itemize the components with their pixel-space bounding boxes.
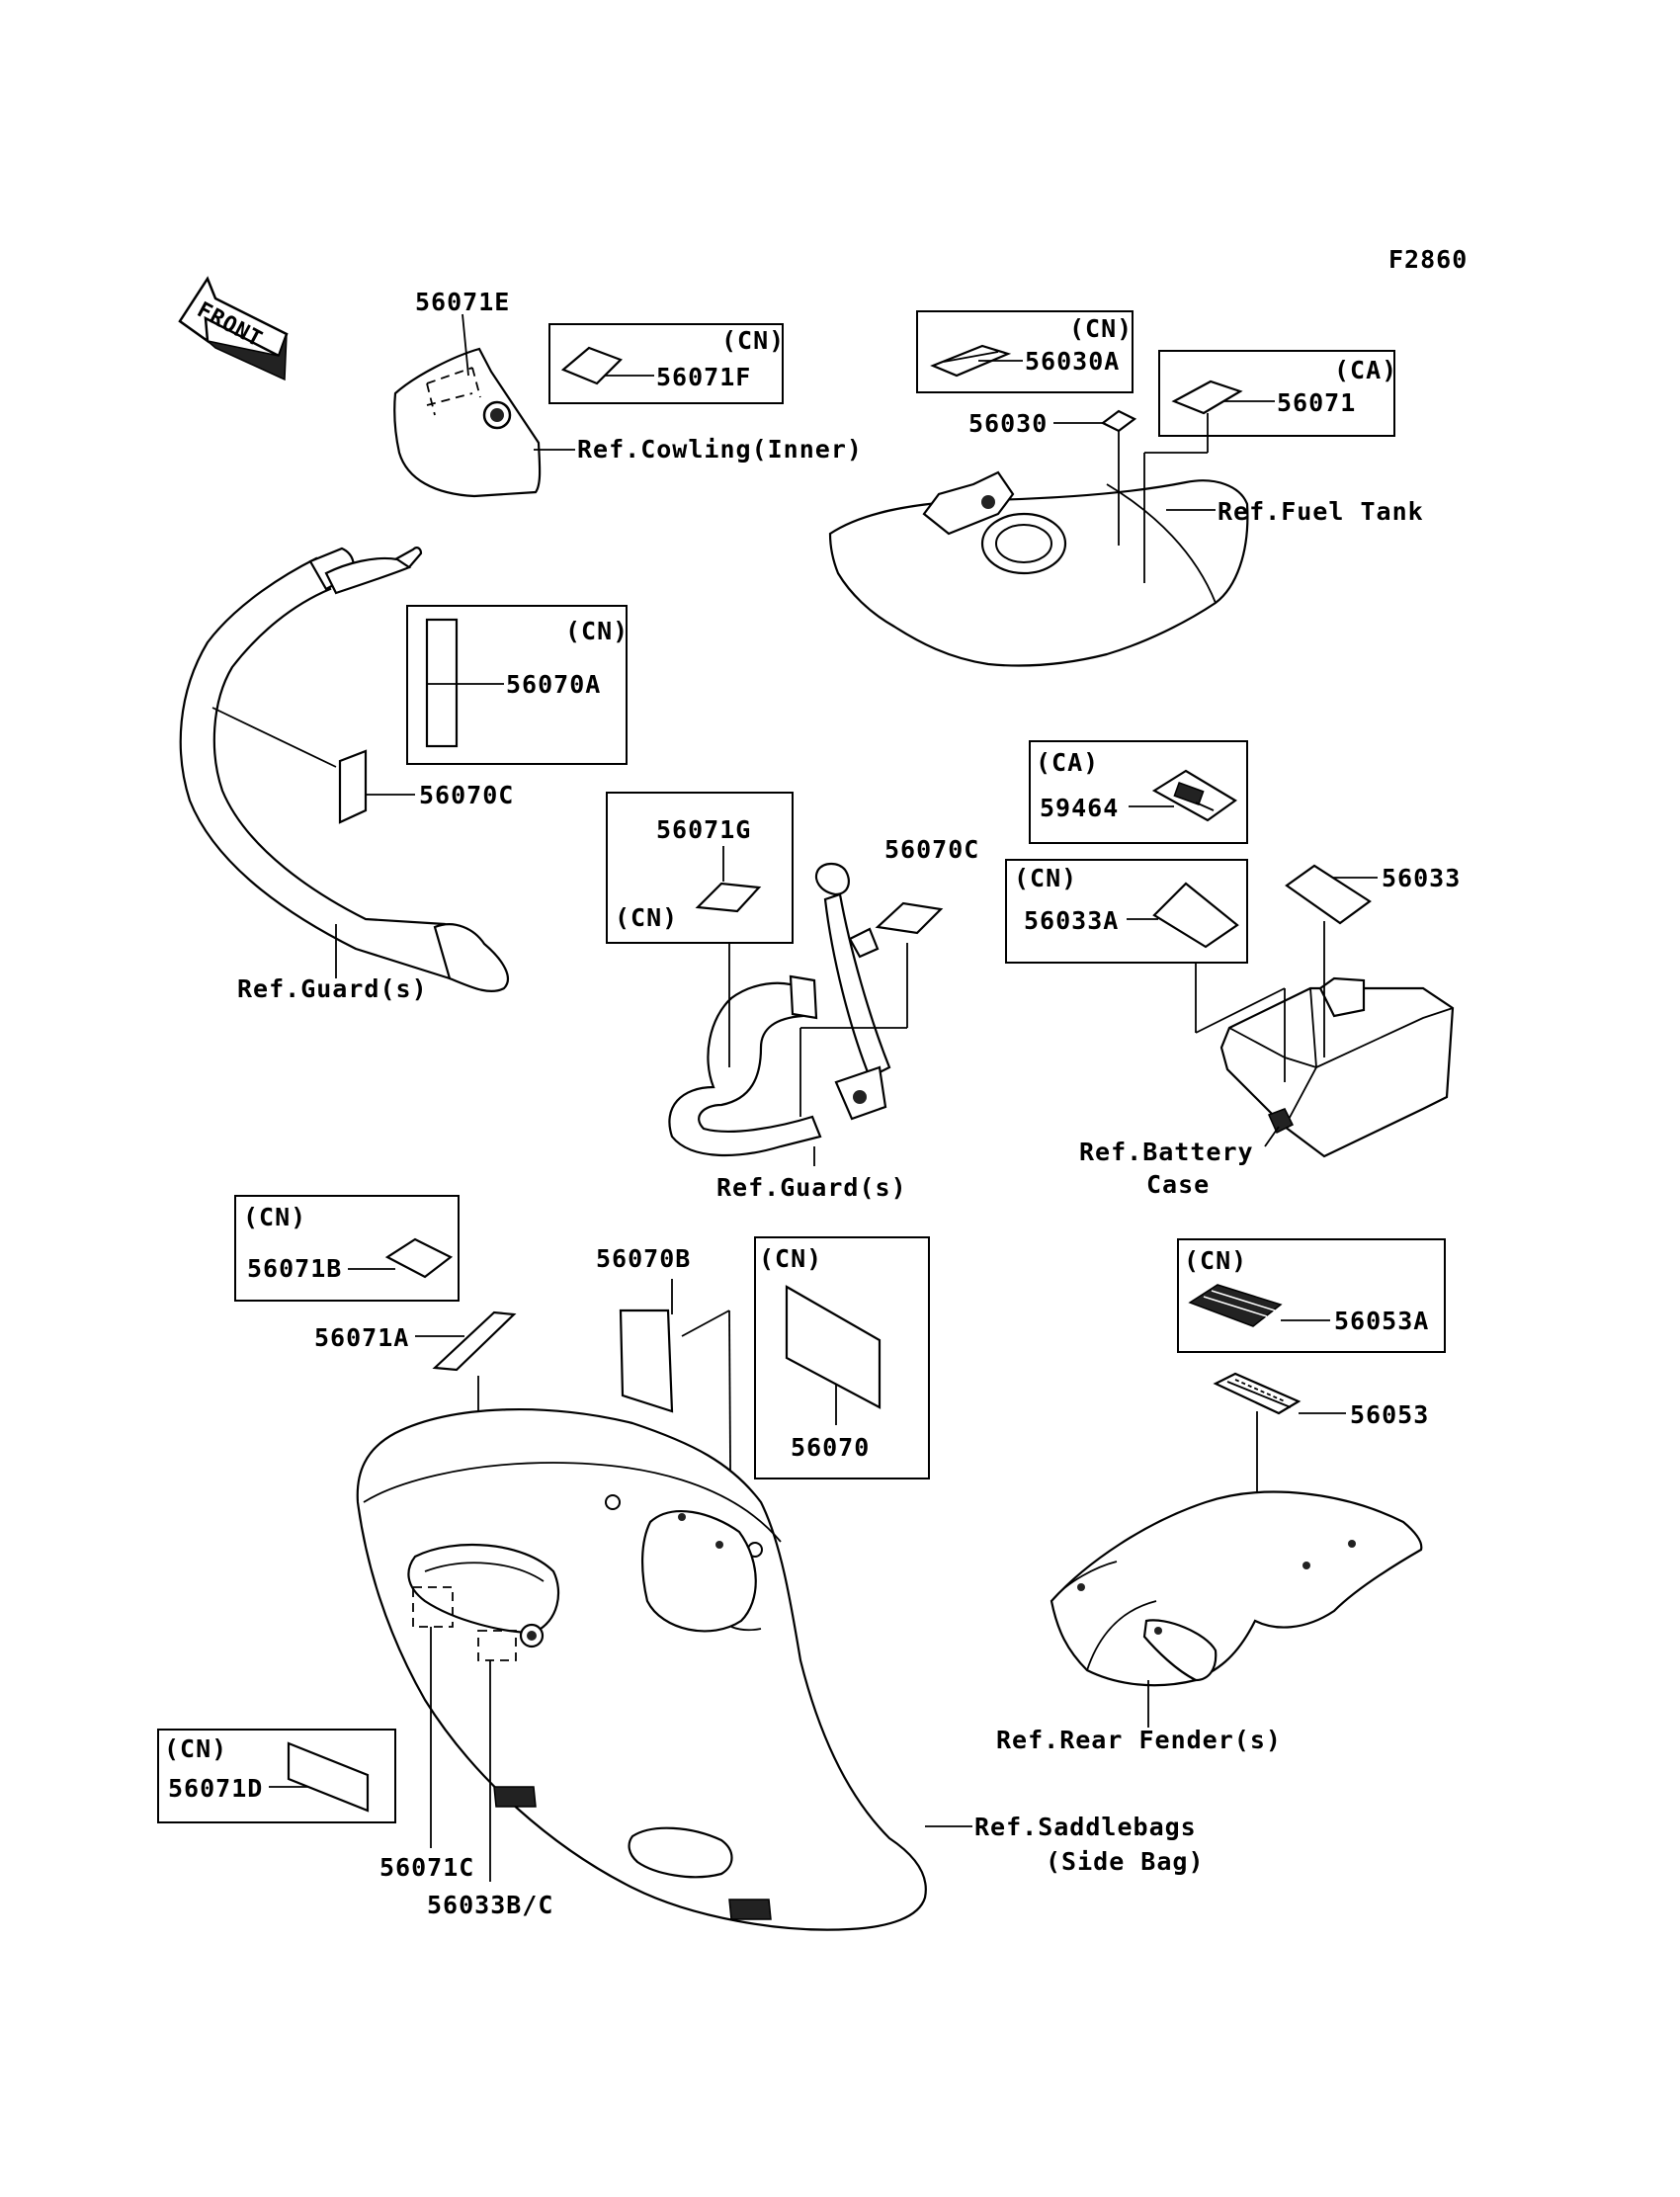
box-56071F: [548, 323, 784, 404]
region-tag-ca: (CA): [1036, 748, 1099, 777]
figure-code: F2860: [1388, 245, 1468, 274]
decal-56070: [785, 1285, 882, 1409]
decal-56033: [1285, 864, 1372, 925]
part-56070A-label: 56070A: [506, 670, 601, 699]
decal-59464: [1151, 769, 1238, 822]
part-56071D-label: 56071D: [168, 1774, 263, 1803]
ref-battery-label-2: Case: [1146, 1170, 1210, 1199]
decal-56071G: [695, 882, 762, 913]
box-56071B: [234, 1195, 460, 1302]
box-56030A: [916, 310, 1134, 393]
box-56071D: [157, 1729, 396, 1823]
part-56071A-label: 56071A: [314, 1323, 409, 1352]
rear-fender-part: [1050, 1490, 1423, 1687]
box-56070: [754, 1236, 930, 1479]
part-56071-label: 56071: [1277, 388, 1356, 417]
guard-mid-part: [668, 862, 891, 1157]
region-tag-cn: (CN): [1014, 864, 1077, 892]
decal-56070A: [425, 618, 459, 748]
box-56033A: [1005, 859, 1248, 964]
region-tag-cn: (CN): [721, 326, 785, 355]
decal-56070B: [619, 1309, 674, 1413]
ref-rear-fender-label: Ref.Rear Fender(s): [996, 1726, 1282, 1754]
part-56053-label: 56053: [1350, 1400, 1429, 1429]
box-59464: [1029, 740, 1248, 844]
decal-56071D: [287, 1741, 370, 1813]
fuel-tank-part: [828, 470, 1249, 667]
decal-56053A: [1188, 1284, 1283, 1327]
part-56033-label: 56033: [1382, 864, 1461, 892]
part-56030-label: 56030: [968, 409, 1048, 438]
decal-56033A: [1152, 882, 1239, 949]
decal-56053: [1213, 1372, 1302, 1415]
saddlebag-part: [356, 1407, 927, 1931]
decal-56071A: [432, 1310, 517, 1372]
region-tag-ca: (CA): [1334, 356, 1397, 384]
part-56030A-label: 56030A: [1025, 347, 1120, 376]
decal-56071F: [560, 346, 623, 385]
front-arrow-icon: FRONT: [178, 276, 289, 381]
ref-cowling-label: Ref.Cowling(Inner): [577, 435, 863, 464]
ref-fuel-tank-label: Ref.Fuel Tank: [1218, 497, 1424, 526]
part-56070C-mid-label: 56070C: [884, 835, 979, 864]
part-56033BC-label: 56033B/C: [427, 1891, 553, 1919]
decal-56030: [1100, 409, 1137, 433]
region-tag-cn: (CN): [164, 1734, 227, 1763]
region-tag-cn: (CN): [1184, 1246, 1247, 1275]
region-tag-cn: (CN): [615, 903, 678, 932]
region-tag-cn: (CN): [1069, 314, 1133, 343]
part-56053A-label: 56053A: [1334, 1307, 1429, 1335]
box-56071G: [606, 792, 794, 944]
guard-left-part: [179, 547, 510, 993]
box-56070A: [406, 605, 628, 765]
region-tag-cn: (CN): [243, 1203, 306, 1231]
part-56071B-label: 56071B: [247, 1254, 342, 1283]
ref-guard-mid-label: Ref.Guard(s): [716, 1173, 907, 1202]
ref-battery-label: Ref.Battery: [1079, 1138, 1254, 1166]
part-56071G-label: 56071G: [656, 815, 751, 844]
box-56071: [1158, 350, 1395, 437]
ref-saddlebags-label: Ref.Saddlebags: [974, 1813, 1197, 1841]
part-56070-label: 56070: [791, 1433, 870, 1462]
part-56070B-label: 56070B: [596, 1244, 691, 1273]
battery-case-part: [1219, 976, 1455, 1158]
cowling-inner-part: [393, 347, 542, 498]
part-59464-label: 59464: [1040, 794, 1119, 822]
part-56033A-label: 56033A: [1024, 906, 1119, 935]
part-56071F-label: 56071F: [656, 363, 751, 391]
box-56053A: [1177, 1238, 1446, 1353]
part-56071E-label: 56071E: [415, 288, 510, 316]
ref-saddlebags-label-2: (Side Bag): [1046, 1847, 1205, 1876]
region-tag-cn: (CN): [759, 1244, 822, 1273]
part-56071C-label: 56071C: [379, 1853, 474, 1882]
part-56070C-left-label: 56070C: [419, 781, 514, 809]
decal-56071: [1171, 380, 1243, 415]
ref-guard-left-label: Ref.Guard(s): [237, 974, 428, 1003]
decal-56070C-mid: [875, 901, 944, 935]
region-tag-cn: (CN): [565, 617, 629, 645]
decal-56070C-left: [338, 749, 368, 824]
decal-56071B: [384, 1237, 454, 1279]
